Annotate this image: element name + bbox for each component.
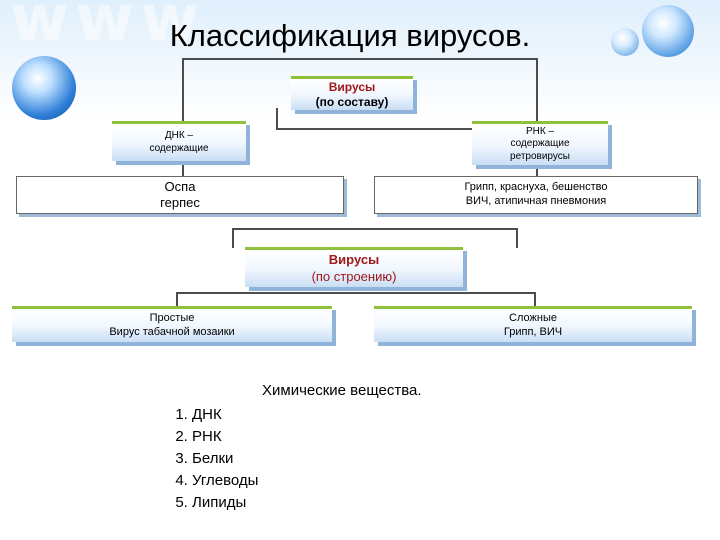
chemical-substances-heading: Химические вещества. (262, 382, 422, 399)
list-item: Белки (192, 448, 258, 470)
list-item: РНК (192, 426, 258, 448)
node-label: РНК – (525, 125, 555, 137)
connector-line (536, 166, 538, 176)
slide-title: Классификация вирусов. (169, 18, 531, 53)
example-text: ВИЧ, атипичная пневмония (465, 195, 607, 207)
connector-line (182, 162, 184, 176)
node-label: Вирусы (328, 252, 380, 268)
list-item: ДНК (192, 404, 258, 426)
viruses-by-composition-node: Вирусы (по составу) (291, 76, 413, 110)
example-text: Оспа (164, 178, 196, 194)
connector-line (176, 292, 178, 308)
node-label: Сложные (509, 311, 557, 324)
node-label: ДНК – (164, 130, 194, 141)
connector-line (534, 292, 536, 308)
chemical-substances-list: ДНК РНК Белки Углеводы Липиды (158, 404, 258, 514)
node-label: Простые (149, 311, 195, 324)
node-label: содержащие (510, 138, 570, 150)
complex-viruses-node: Сложные Грипп, ВИЧ (374, 306, 692, 342)
node-label: Грипп, ВИЧ (503, 325, 563, 338)
blue-sphere-right-decoration (642, 5, 694, 57)
connector-line (182, 58, 184, 122)
connector-line (182, 58, 538, 60)
node-label: (по составу) (315, 94, 389, 109)
list-item: Липиды (192, 492, 258, 514)
connector-line (176, 292, 536, 294)
connector-line (276, 108, 278, 130)
rna-viruses-node: РНК – содержащие ретровирусы (472, 121, 608, 165)
node-label: ретровирусы (510, 150, 570, 162)
node-label: содержащие (149, 142, 209, 154)
connector-line (516, 228, 518, 248)
connector-line (276, 128, 472, 130)
example-text: Грипп, краснуха, бешенство (464, 181, 608, 194)
example-text: герпес (160, 195, 200, 210)
viruses-by-structure-node: Вирусы (по строению) (245, 247, 463, 287)
blue-sphere-large-decoration (12, 56, 76, 120)
connector-line (232, 228, 234, 248)
node-label: Вирусы (328, 79, 376, 94)
simple-viruses-node: Простые Вирус табачной мозаики (12, 306, 332, 342)
dna-viruses-node: ДНК – содержащие (112, 121, 246, 161)
blue-sphere-small-decoration (611, 28, 639, 56)
connector-line (232, 228, 518, 230)
background-watermark: www (10, 0, 206, 56)
rna-virus-examples-box: Грипп, краснуха, бешенство ВИЧ, атипична… (374, 176, 698, 214)
connector-line (536, 58, 538, 122)
node-label: Вирус табачной мозаики (109, 325, 235, 338)
dna-virus-examples-box: Оспа герпес (16, 176, 344, 214)
node-label: (по строению) (311, 268, 397, 284)
list-item: Углеводы (192, 470, 258, 492)
